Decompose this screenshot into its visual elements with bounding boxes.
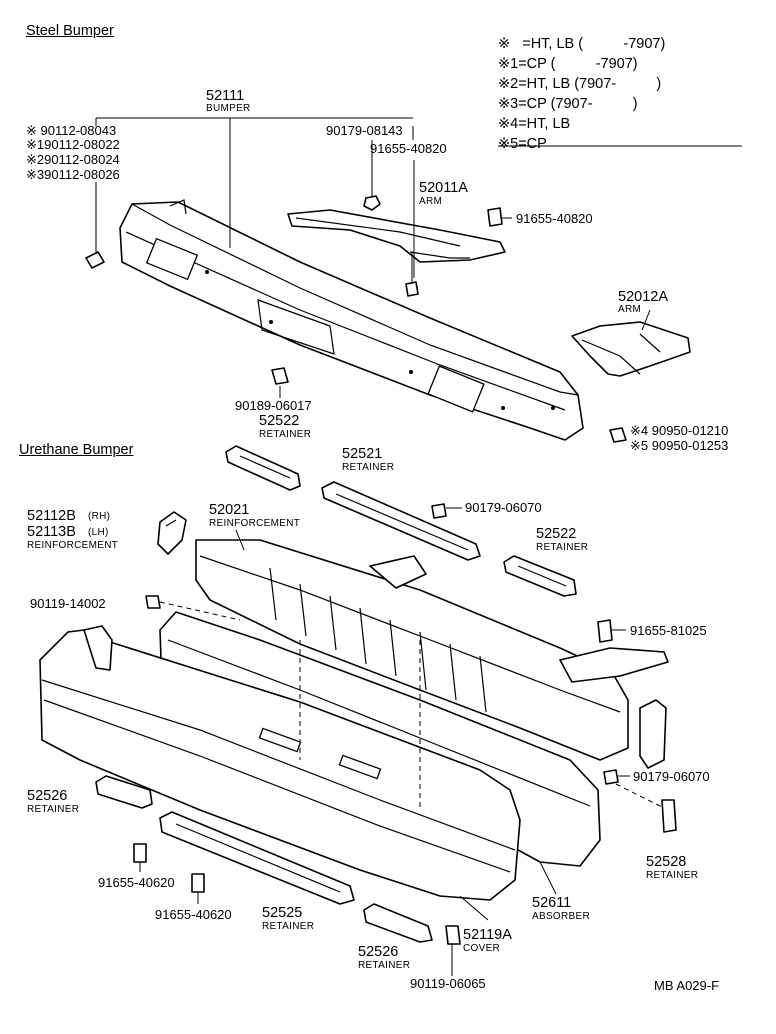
retainer-52522-b xyxy=(503,555,577,597)
part-name-cover: COVER xyxy=(463,943,501,954)
urethane-bumper-heading: Urethane Bumper xyxy=(19,442,134,458)
arm-52012A xyxy=(571,321,691,377)
bolt-91655-40620-a xyxy=(133,843,147,872)
part-number-91655-40820-a: 91655-40820 xyxy=(370,141,447,156)
part-number-52119A: 52119A xyxy=(463,927,512,943)
arm-52011A xyxy=(287,209,506,263)
retainer-52525 xyxy=(159,811,355,905)
bolt-90189-06017 xyxy=(271,367,289,398)
part-number-90189-06017: 90189-06017 xyxy=(235,398,312,413)
part-number-91655-40620-b: 91655-40620 xyxy=(155,907,232,922)
lead-52611 xyxy=(539,861,557,895)
nut-90179-06070-a xyxy=(431,503,462,519)
bolt-90112 xyxy=(85,182,105,269)
retainer-52522-a xyxy=(225,445,301,491)
part-name-retainer: RETAINER xyxy=(342,462,395,473)
part-name-retainer: RETAINER xyxy=(358,960,411,971)
part-name-retainer: RETAINER xyxy=(536,542,589,553)
nut-90179-08143 xyxy=(363,140,381,211)
part-number-91655-40620-a: 91655-40620 xyxy=(98,875,175,890)
part-number-52525: 52525 xyxy=(262,905,303,921)
part-number-52522-b: 52522 xyxy=(536,526,577,542)
legend-line: ※4=HT, LB xyxy=(498,116,571,132)
part-number-52021: 52021 xyxy=(209,502,250,518)
part-number-90119-14002: 90119-14002 xyxy=(30,596,106,611)
retainer-52526-b xyxy=(363,903,433,943)
part-number-91655-40820-b: 91655-40820 xyxy=(516,211,593,226)
part-name-retainer: RETAINER xyxy=(259,429,312,440)
bolt-91655-40820-b xyxy=(487,207,512,227)
dash-90119-14002 xyxy=(159,601,241,621)
nut-90179-06070-b xyxy=(603,769,630,785)
part-number-52112B: 52112B xyxy=(27,508,76,524)
part-number-90950-a: ※4 90950-01210 xyxy=(630,423,729,438)
bolt-part-number: ※190112-08022 xyxy=(26,137,120,152)
nut-90950 xyxy=(609,427,627,443)
bolt-91655-40820-a xyxy=(405,252,419,297)
legend-line: ※2=HT, LB (7907- ) xyxy=(498,76,662,92)
legend-line: ※1=CP ( -7907) xyxy=(498,56,638,72)
part-number-52611: 52611 xyxy=(532,895,572,911)
lead-52119A xyxy=(459,895,489,921)
part-name-reinforcement: REINFORCEMENT xyxy=(209,518,301,529)
part-number-90179-08143: 90179-08143 xyxy=(326,123,403,138)
part-name-bumper: BUMPER xyxy=(206,103,251,114)
steel-bumper-52111 xyxy=(119,199,584,441)
part-number-52522-a: 52522 xyxy=(259,413,300,429)
part-number-52526-b: 52526 xyxy=(358,944,399,960)
part-number-90179-06070-b: 90179-06070 xyxy=(633,769,710,784)
part-number-52011A: 52011A xyxy=(419,180,468,196)
part-name-retainer: RETAINER xyxy=(262,921,315,932)
suffix-rh: (RH) xyxy=(88,511,111,522)
retainer-52528 xyxy=(639,699,677,833)
part-number-90119-06065: 90119-06065 xyxy=(410,976,486,991)
legend-line: ※5=CP xyxy=(498,136,547,152)
retainer-52526-a xyxy=(95,775,153,809)
reinforcement-52112B xyxy=(157,511,187,555)
part-name-absorber: ABSORBER xyxy=(532,911,590,922)
bolt-90119-14002 xyxy=(145,595,161,609)
part-number-91655-81025: 91655-81025 xyxy=(630,623,707,638)
part-number-52111: 52111 xyxy=(206,88,245,104)
dash-52528 xyxy=(615,783,665,809)
steel-bumper-heading: Steel Bumper xyxy=(26,23,114,39)
part-name-reinforcement: REINFORCEMENT xyxy=(27,540,119,551)
part-number-52521: 52521 xyxy=(342,446,383,462)
cover-52119A xyxy=(39,625,521,901)
legend-line: ※ =HT, LB ( -7907) xyxy=(498,36,666,52)
suffix-lh: (LH) xyxy=(88,527,109,538)
reinforcement-52021 xyxy=(195,539,669,761)
bolt-part-number: ※290112-08024 xyxy=(26,152,120,167)
part-name-arm: ARM xyxy=(618,304,642,315)
legend-line: ※3=CP (7907- ) xyxy=(498,96,638,112)
bolt-90119-06065 xyxy=(445,925,461,976)
part-number-52012A: 52012A xyxy=(618,289,668,305)
bolt-91655-40620-b xyxy=(191,873,205,904)
figure-code: MB A029-F xyxy=(654,978,720,993)
part-number-90950-b: ※5 90950-01253 xyxy=(630,438,729,453)
part-name-arm: ARM xyxy=(419,196,443,207)
bolt-part-number: ※390112-08026 xyxy=(26,167,120,182)
part-name-retainer: RETAINER xyxy=(27,804,80,815)
retainer-52521 xyxy=(321,481,481,561)
variant-legend: ※ =HT, LB ( -7907) ※1=CP ( -7907) ※2=HT,… xyxy=(498,34,665,154)
lead-52021 xyxy=(235,529,245,551)
part-number-52528: 52528 xyxy=(646,854,687,870)
bolt-91655-81025 xyxy=(597,619,626,643)
part-name-retainer: RETAINER xyxy=(646,870,699,881)
part-number-52113B: 52113B xyxy=(27,524,76,540)
bolt-part-number: ※ 90112-08043 xyxy=(26,123,117,138)
lead-52012A xyxy=(641,309,651,331)
part-number-90179-06070-a: 90179-06070 xyxy=(465,500,542,515)
part-number-52526-a: 52526 xyxy=(27,788,68,804)
